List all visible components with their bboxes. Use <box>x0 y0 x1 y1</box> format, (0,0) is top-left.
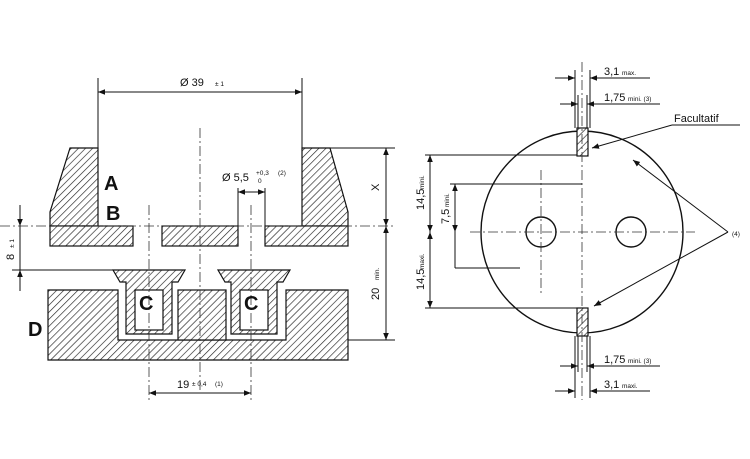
dim-slot-top-suffix: mini. (3) <box>628 96 651 103</box>
dim-hole-diameter-label: Ø 5,5 <box>222 172 249 184</box>
dim-outer-diameter-label: Ø 39 <box>180 77 204 89</box>
contact-sleeves-c <box>111 269 292 335</box>
label-a: A <box>104 173 118 195</box>
dim-slot-bottom-suffix: mini. (3) <box>628 358 651 365</box>
dim-14-5-bottom-label: 14,5 <box>415 269 427 290</box>
dim-spacing: 19 ± 0,4 (1) <box>149 379 251 396</box>
plug-body-a <box>49 147 349 227</box>
label-b: B <box>106 203 120 225</box>
dim-7-5-label: 7,5 <box>440 209 452 224</box>
dim-hole-tol-lower: 0 <box>258 178 262 185</box>
label-c-left: C <box>139 293 153 315</box>
dim-gap: 8 ± 1 <box>5 205 113 291</box>
dim-outer-diameter: Ø 39 ± 1 <box>97 77 303 148</box>
dim-14-5-bottom: 14,5 maxi. <box>415 232 577 309</box>
label-c-right: C <box>244 293 258 315</box>
dim-slot-top: 1,75 mini. (3) <box>560 92 660 128</box>
dim-spacing-tol: ± 0,4 <box>192 381 207 388</box>
left-view: Ø 39 ± 1 Ø 5,5 +0,3 0 (2) A B C C D X <box>0 77 395 400</box>
label-facultatif: Facultatif <box>674 113 720 125</box>
dim-x: X <box>330 147 395 226</box>
dim-slot-bottom-label: 1,75 <box>604 354 625 366</box>
dim-14-5-bottom-suffix: maxi. <box>419 253 426 269</box>
dim-depth-suffix: min. <box>374 268 381 280</box>
dim-gap-tol: ± 1 <box>9 239 16 248</box>
dim-hole-note: (2) <box>278 170 286 177</box>
note-4: (4) <box>732 231 740 238</box>
dim-slot-top-label: 1,75 <box>604 92 625 104</box>
dim-depth-label: 20 <box>370 288 382 300</box>
dim-7-5: 7,5 mini. <box>440 183 582 269</box>
dim-hole-diameter: Ø 5,5 +0,3 0 (2) <box>222 170 286 226</box>
facultatif-leader <box>591 124 673 149</box>
dim-gap-label: 8 <box>5 254 17 260</box>
dim-slot-bottom: 1,75 mini. (3) <box>560 336 660 372</box>
dim-14-5-top: 14,5 mini. <box>415 154 577 232</box>
dim-width-bottom: 3,1 maxi. <box>555 336 650 398</box>
dim-width-top: 3,1 max. <box>555 66 650 128</box>
plug-face-b <box>49 225 349 247</box>
dim-hole-tol-upper: +0,3 <box>256 170 269 177</box>
earth-slot-bottom <box>576 307 589 337</box>
dim-spacing-label: 19 <box>177 379 189 391</box>
dim-width-bottom-label: 3,1 <box>604 379 619 391</box>
note-4-leader-top <box>632 159 729 233</box>
earth-slot-top <box>576 127 589 157</box>
dim-spacing-note: (1) <box>215 381 223 388</box>
dim-width-top-suffix: max. <box>622 70 636 77</box>
right-view: 3,1 max. 1,75 mini. (3) Facultatif (4) 1… <box>415 62 740 400</box>
socket-body-d <box>47 289 349 361</box>
label-d: D <box>28 319 42 341</box>
dim-7-5-suffix: mini. <box>444 193 451 207</box>
dim-width-bottom-suffix: maxi. <box>622 383 638 390</box>
dim-14-5-top-suffix: mini. <box>419 175 426 189</box>
dim-depth: 20 min. <box>348 226 395 341</box>
note-4-leader-bottom <box>593 231 729 307</box>
dim-x-label: X <box>370 183 382 191</box>
dim-width-top-label: 3,1 <box>604 66 619 78</box>
dim-outer-diameter-tol: ± 1 <box>215 81 224 88</box>
dim-14-5-top-label: 14,5 <box>415 189 427 210</box>
